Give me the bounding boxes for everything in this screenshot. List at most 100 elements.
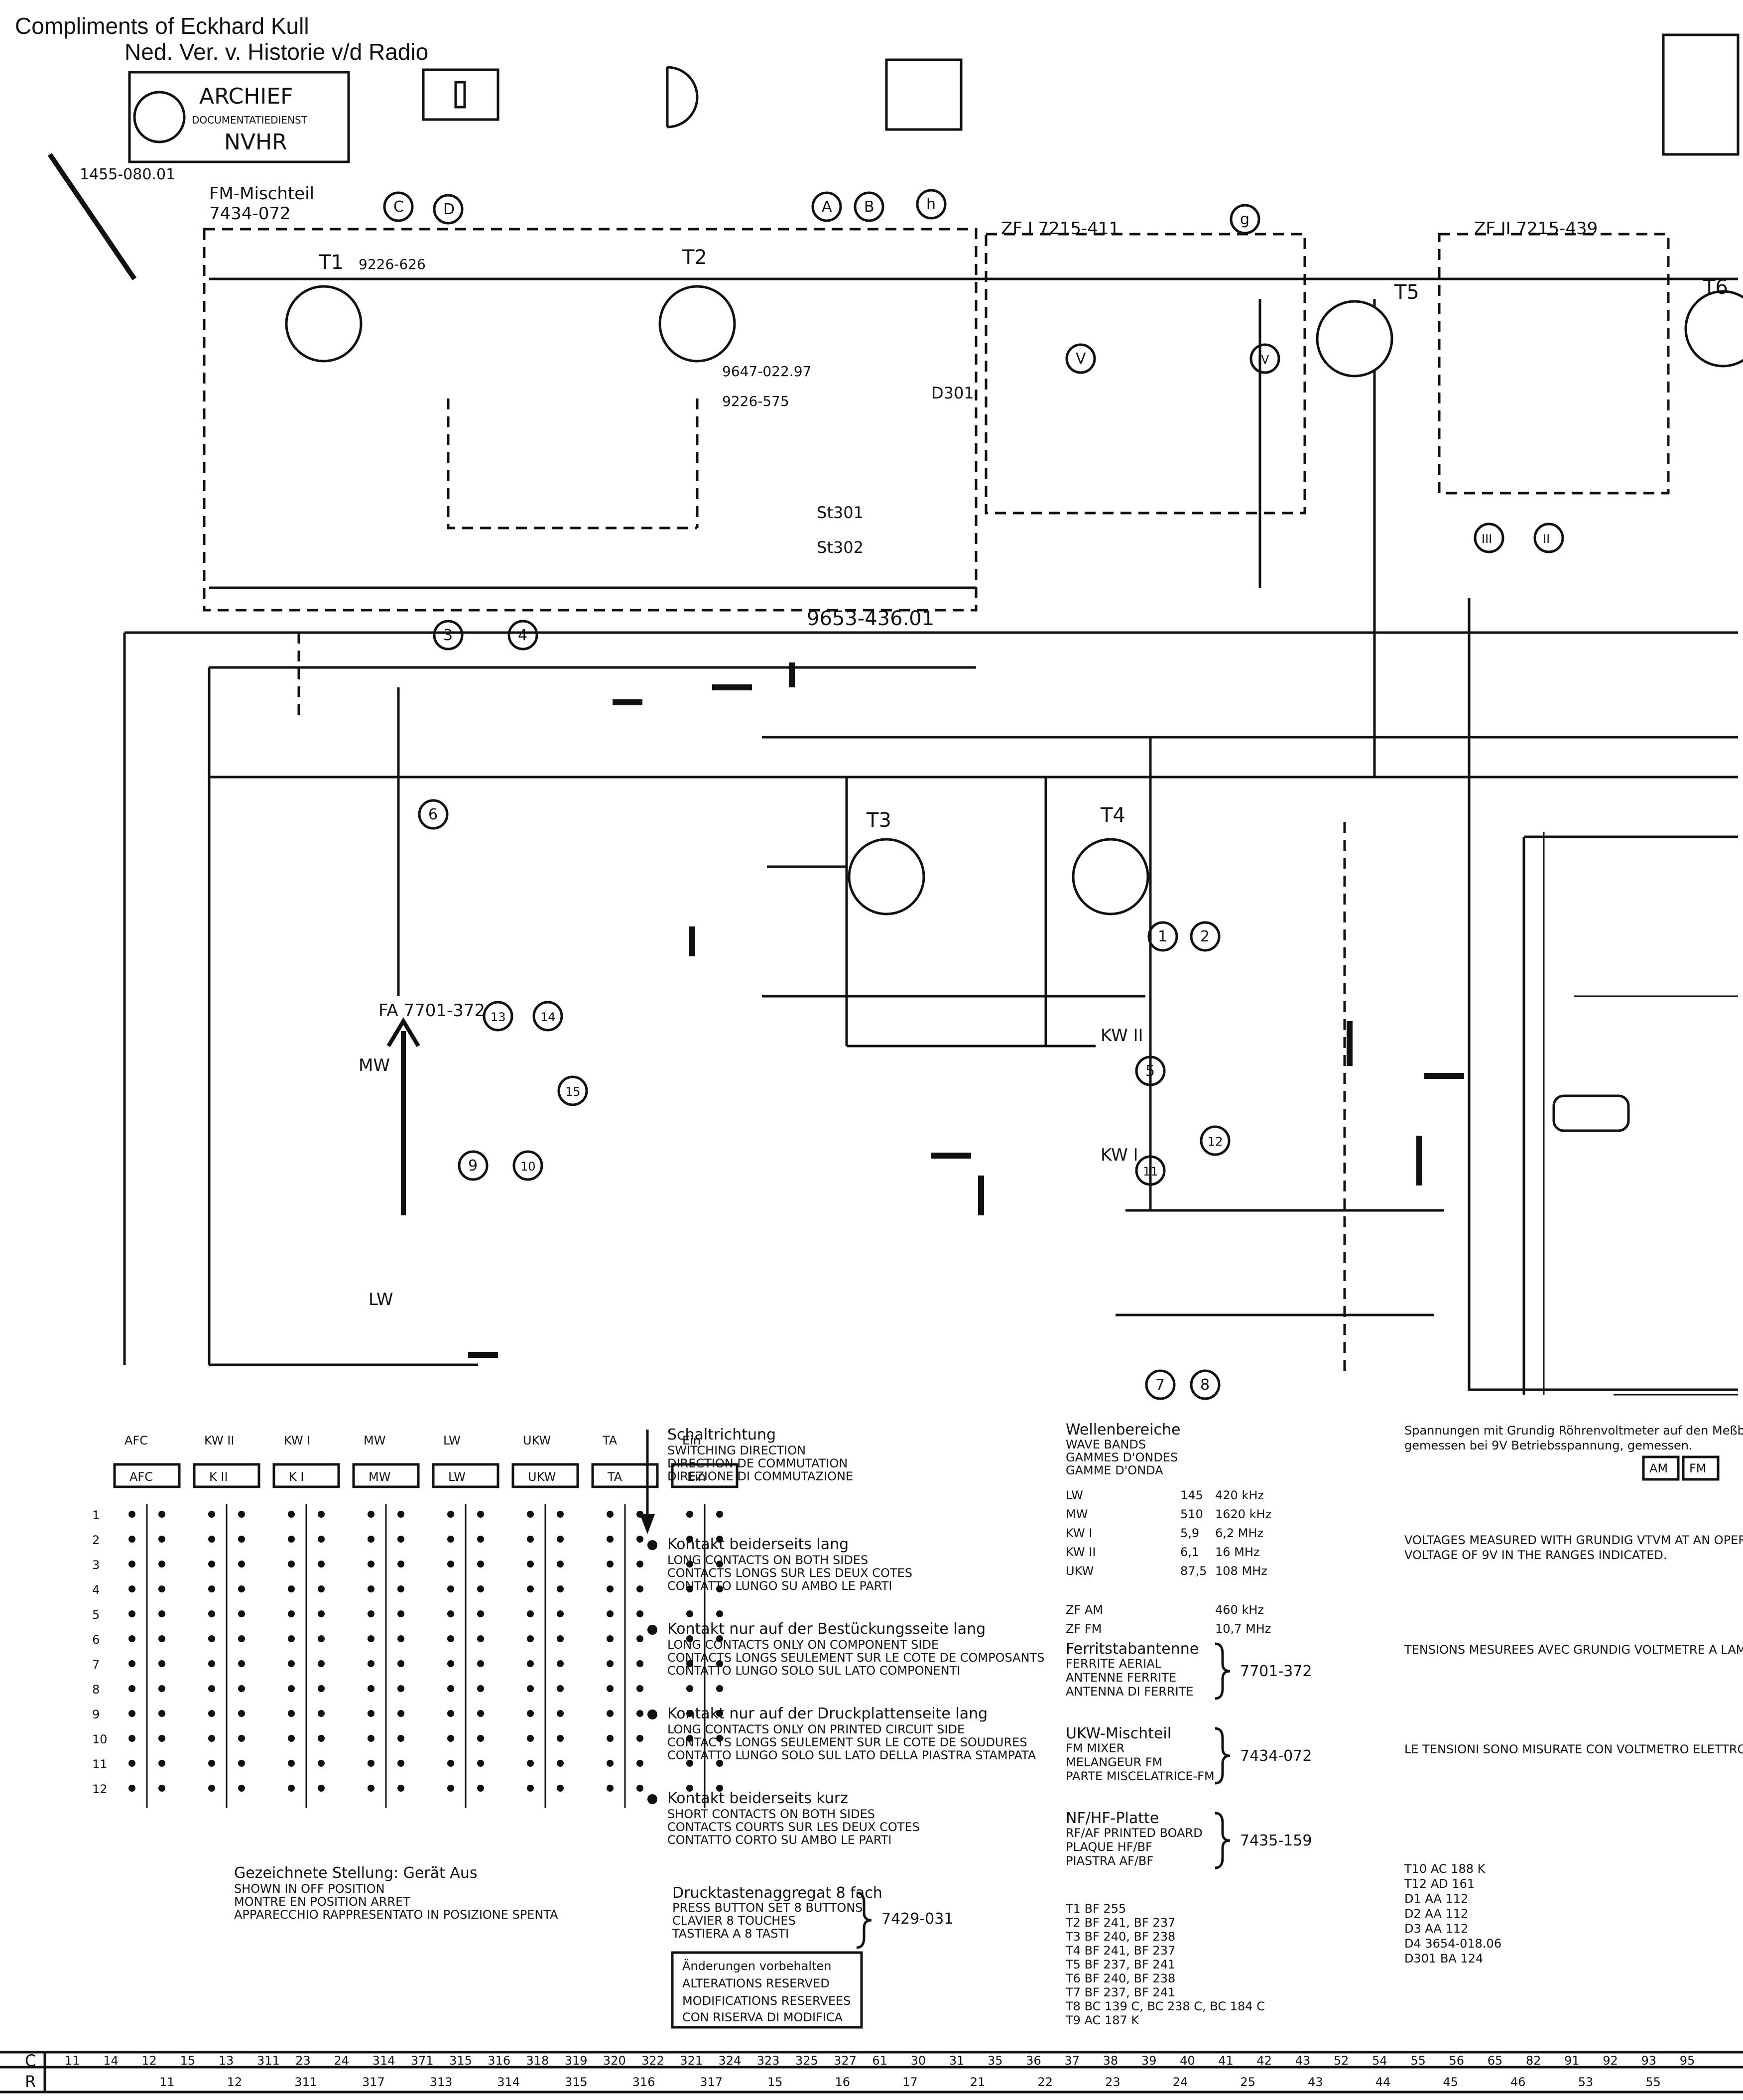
circle-marker: 6 [418, 799, 449, 830]
switch-header-label: AFC [129, 1470, 153, 1484]
switch-contact-dot [477, 1610, 484, 1617]
switch-contact-dot [607, 1660, 614, 1667]
switch-contact-dot [527, 1610, 534, 1617]
switch-contact-dot [238, 1585, 245, 1592]
switch-contact-dot [318, 1511, 325, 1518]
svg-text:7: 7 [1155, 1376, 1165, 1394]
switch-contact-dot [716, 1660, 723, 1667]
assembly-line: ANTENNA DI FERRITE [1066, 1685, 1194, 1699]
switch-contact-dot [447, 1785, 454, 1792]
voltage-note: VOLTAGES MEASURED WITH GRUNDIG VTVM AT A… [1404, 1533, 1743, 1547]
pinout-relay [885, 58, 963, 131]
switch-contact-dot [527, 1561, 534, 1568]
band-kw1: KW I [1101, 1145, 1138, 1165]
svg-text:11: 11 [1143, 1165, 1158, 1179]
switch-contact-dot [368, 1536, 374, 1543]
switch-contact-dot [447, 1735, 454, 1742]
part-9226-575: 9226-575 [722, 393, 789, 409]
switch-top-label: AFC [124, 1434, 148, 1447]
switch-contact-dot [557, 1561, 564, 1568]
wave-bands: Wellenbereiche WAVE BANDS GAMMES D'ONDES… [1066, 1421, 1271, 1636]
bands-title-3: GAMME D'ONDA [1066, 1463, 1163, 1477]
audio-section [1543, 832, 1738, 1396]
band-low: 87,5 [1180, 1564, 1207, 1578]
switch-contact-dot [477, 1660, 484, 1667]
switch-contact-dot [716, 1735, 723, 1742]
circle-marker: g [1230, 204, 1260, 235]
alterations-2: MODIFICATIONS RESERVEES [682, 1994, 851, 2008]
switch-contact-dot [527, 1511, 534, 1518]
switch-contact-dot [128, 1660, 135, 1667]
transistor-list-item: T7 BF 237, BF 241 [1065, 1985, 1175, 1999]
switch-contact-dot [477, 1536, 484, 1543]
diode-list-item: D301 BA 124 [1404, 1952, 1483, 1966]
circle-marker: 9 [458, 1150, 489, 1181]
switch-contact-dot [368, 1585, 374, 1592]
switch-contact-dot [397, 1635, 404, 1642]
r-reference-value: 53 [1578, 2075, 1594, 2089]
svg-text:g: g [1240, 211, 1249, 228]
switch-contact-dot [368, 1785, 374, 1792]
switch-contact-dot [397, 1685, 404, 1692]
svg-text:II: II [1543, 532, 1550, 546]
switch-contact-dot [158, 1635, 165, 1642]
c-reference-value: 30 [911, 2054, 926, 2068]
switch-contact-dot [318, 1585, 325, 1592]
switch-contact-dot [238, 1660, 245, 1667]
diode-list-item: T10 AC 188 K [1404, 1862, 1486, 1876]
switch-contact-dot [636, 1785, 643, 1792]
transistor-list-item: T8 BC 139 C, BC 238 C, BC 184 C [1065, 1999, 1265, 2013]
c-reference-value: 319 [565, 2054, 588, 2068]
legend-contact-line: CONTACTS COURTS SUR LES DEUX COTES [667, 1820, 920, 1834]
voltage-note: TENSIONS MESUREES AVEC GRUNDIG VOLTMETRE… [1404, 1643, 1743, 1657]
bands-title-1: WAVE BANDS [1066, 1438, 1146, 1451]
band-name: UKW [1066, 1564, 1094, 1578]
c-reference-value: 61 [872, 2054, 887, 2068]
switch-contact-dot [716, 1685, 723, 1692]
svg-text:13: 13 [491, 1010, 506, 1024]
note-button-am: AM [1649, 1461, 1668, 1475]
c-reference-value: 54 [1372, 2054, 1387, 2068]
switch-contact-dot [447, 1536, 454, 1543]
switch-contact-dot [397, 1536, 404, 1543]
c-reference-value: 325 [795, 2054, 818, 2068]
legend-direction-2: DIRECTION DE COMMUTATION [667, 1456, 848, 1470]
switch-contact-dot [527, 1760, 534, 1767]
switch-header-label: Ein [687, 1470, 706, 1484]
switch-contact-dot [686, 1660, 693, 1667]
band-high: 16 MHz [1215, 1545, 1260, 1559]
circle-marker: 8 [1190, 1369, 1221, 1400]
transistor-list-item: T1 BF 255 [1065, 1902, 1126, 1916]
archive-stamp: ARCHIEF DOCUMENTATIEDIENST NVHR [128, 71, 350, 163]
switch-contact-dot [368, 1610, 374, 1617]
switch-contact-dot [208, 1561, 215, 1568]
switch-contact-dot [636, 1610, 643, 1617]
alterations-0: Änderungen vorbehalten [682, 1959, 831, 1973]
c-reference-value: 14 [103, 2054, 119, 2068]
c-reference-value: 95 [1680, 2054, 1695, 2068]
switch-contact-dot [318, 1760, 325, 1767]
assembly-line: Ferritstabantenne [1066, 1640, 1199, 1658]
switch-contact-dot [716, 1760, 723, 1767]
switch-row-number: 4 [92, 1583, 100, 1597]
switch-header-box [432, 1463, 499, 1488]
switch-contact-dot [288, 1785, 295, 1792]
legend-contact-line: CONTACTS LONGS SUR LES DEUX COTES [667, 1566, 912, 1580]
circle-marker: h [916, 189, 947, 220]
switch-header-box [352, 1463, 420, 1488]
switch-contact-dot [686, 1585, 693, 1592]
switch-contact-dot [368, 1760, 374, 1767]
r-reference-value: 12 [227, 2075, 243, 2089]
switch-contact-dot [318, 1561, 325, 1568]
c-reference-value: 93 [1641, 2054, 1657, 2068]
switch-contact-dot [447, 1610, 454, 1617]
legend-contact-line: LONG CONTACTS ONLY ON COMPONENT SIDE [667, 1638, 939, 1652]
c-reference-value: 43 [1295, 2054, 1311, 2068]
switch-contact-dot [397, 1785, 404, 1792]
circle-marker: II [1533, 523, 1564, 553]
circle-marker: 13 [483, 1001, 513, 1032]
assembly-line: PARTE MISCELATRICE-FM [1066, 1769, 1215, 1783]
assembly-line: FERRITE AERIAL [1066, 1657, 1162, 1671]
circle-marker: 11 [1135, 1155, 1166, 1186]
